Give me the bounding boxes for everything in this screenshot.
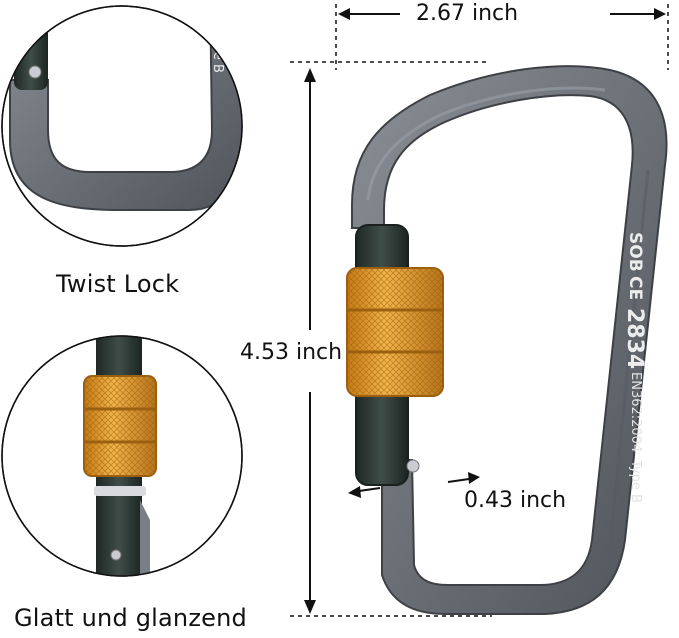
height-dimension-label: 4.53 inch [236, 340, 347, 365]
main-carabiner: SOB CE 2834 EN362:2004 Type B [346, 65, 668, 615]
svg-text:SOB: SOB [625, 232, 645, 272]
engraving: SOB CE 2834 EN362:2004 Type B [622, 232, 647, 503]
detail-circle-sleeve [1, 335, 243, 577]
svg-text:Type B: Type B [628, 459, 643, 503]
twist-lock-caption: Twist Lock [56, 270, 180, 298]
svg-text:EN362:2004: EN362:2004 [628, 372, 643, 452]
svg-text:CE: CE [625, 276, 645, 300]
gate-gap-dimension-label: 0.43 inch [460, 488, 571, 513]
svg-text:2834: 2834 [622, 308, 647, 369]
smooth-caption: Glatt und glanzend [14, 604, 247, 632]
svg-text:Type B: Type B [210, 29, 225, 73]
dimension-width [335, 4, 669, 70]
dimension-gate-gap [348, 472, 480, 498]
detail-circle-twist-lock: Type B [1, 5, 243, 247]
dimension-height [290, 61, 492, 617]
width-dimension-label: 2.67 inch [412, 1, 523, 26]
